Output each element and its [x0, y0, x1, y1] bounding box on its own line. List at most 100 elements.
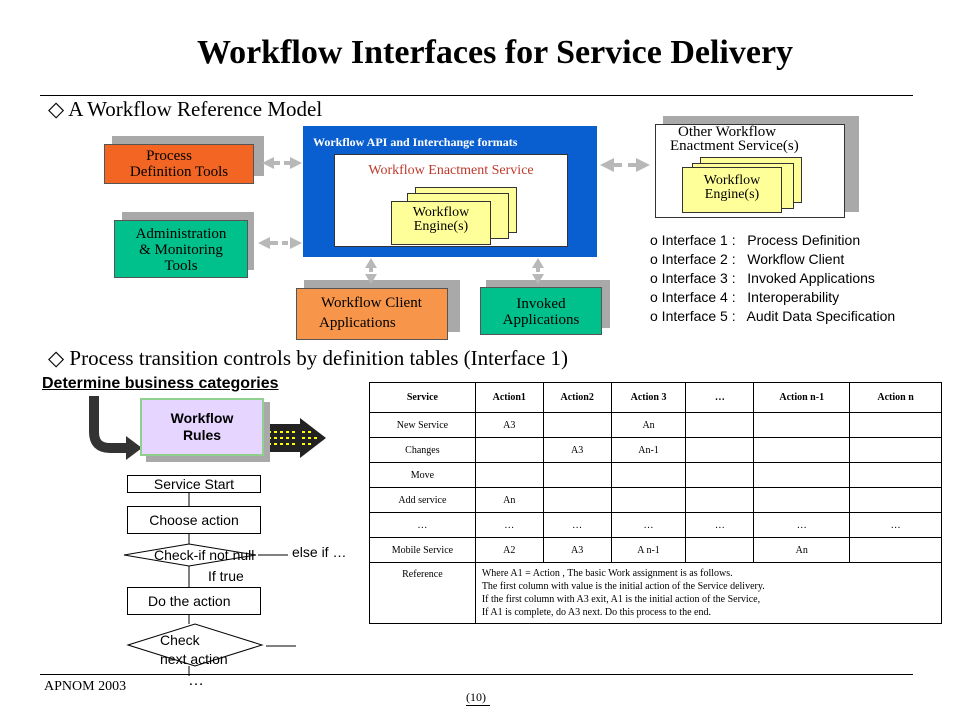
administration-monitoring-tools: Administration & Monitoring Tools: [114, 220, 248, 278]
engine-line1: Workflow: [412, 205, 470, 220]
table-cell: [685, 537, 755, 563]
table-cell: A3: [474, 412, 544, 438]
table-cell: An: [753, 537, 851, 563]
workflow-client-applications: Workflow Client Applications: [296, 288, 448, 340]
table-cell: An: [474, 487, 544, 513]
table-cell: …: [610, 512, 687, 538]
diamond-bullet-icon: ◇: [48, 346, 65, 370]
table-cell: [849, 537, 942, 563]
table-reference-row: Reference Where A1 = Action , The basic W…: [369, 562, 943, 624]
reference-line: If the first column with A3 exit, A1 is …: [481, 594, 761, 605]
flow-ellipsis: …: [188, 672, 204, 689]
if-true-label: If true: [208, 568, 244, 584]
check-next-diamond: [126, 623, 264, 667]
process-definition-tools: Process Definition Tools: [104, 144, 254, 184]
workflow-api-box: Workflow API and Interchange formats Wor…: [303, 126, 597, 257]
reference-line: Where A1 = Action , The basic Work assig…: [481, 568, 733, 579]
enactment-service-box: Workflow Enactment Service Workflow Engi…: [334, 154, 568, 247]
invoked-applications: Invoked Applications: [480, 287, 602, 335]
check-next-label-1: Check: [160, 632, 200, 648]
arrow-admin-api: [258, 237, 302, 249]
rules-line1: Workflow: [170, 410, 234, 426]
interface-2: o Interface 2 : Workflow Client: [650, 251, 845, 267]
table-cell: [685, 487, 755, 513]
table-cell: …: [474, 512, 544, 538]
admin-line3: Tools: [164, 258, 198, 274]
table-cell: …: [685, 512, 755, 538]
do-the-action: Do the action: [127, 587, 261, 615]
table-cell: [849, 462, 942, 488]
section1-heading: ◇ A Workflow Reference Model: [48, 97, 322, 122]
invoked-line2: Applications: [502, 312, 580, 328]
arrow-process-api: [262, 157, 302, 169]
table-cell: [753, 487, 851, 513]
table-header-cell: Action 3: [610, 382, 687, 413]
table-row: …………………: [369, 512, 942, 538]
reference-label: Reference: [369, 562, 476, 624]
table-cell: [753, 437, 851, 463]
choose-action: Choose action: [127, 506, 261, 534]
table-cell: Changes: [369, 437, 476, 463]
interface-1: o Interface 1 : Process Definition: [650, 232, 861, 248]
table-cell: An-1: [610, 437, 687, 463]
table-cell: Add service: [369, 487, 476, 513]
page-number: (10): [466, 690, 486, 704]
table-header-cell: Action n-1: [753, 382, 851, 413]
table-cell: [610, 462, 687, 488]
table-cell: [753, 412, 851, 438]
check-not-null-diamond: [123, 543, 257, 567]
diamond-bullet-icon: ◇: [48, 97, 65, 121]
workflow-rules: Workflow Rules: [140, 398, 264, 456]
table-cell: [474, 437, 544, 463]
page-title: Workflow Interfaces for Service Delivery: [196, 34, 794, 71]
client-line1: Workflow Client: [321, 295, 422, 311]
other-engine-line2: Engine(s): [704, 187, 760, 202]
process-def-line1: Process: [146, 148, 192, 164]
table-header-cell: Action1: [474, 382, 544, 413]
table-cell: A n-1: [610, 537, 687, 563]
other-line2: Enactment Service(s): [670, 138, 799, 154]
interface-legend: o Interface 1 : Process Definition o Int…: [650, 231, 895, 326]
interface-5: o Interface 5 : Audit Data Specification: [650, 308, 896, 324]
arrow-api-client: [365, 258, 377, 284]
admin-line1: Administration: [135, 226, 227, 242]
check-next-label-2: next action: [160, 651, 228, 667]
admin-line2: & Monitoring: [139, 242, 223, 258]
table-cell: [849, 487, 942, 513]
table-header-cell: Service: [369, 382, 476, 413]
footer-left: APNOM 2003: [44, 679, 127, 694]
api-title: Workflow API and Interchange formats: [313, 135, 518, 149]
engine-line2: Engine(s): [413, 219, 469, 234]
reference-line: The first column with value is the initi…: [481, 581, 765, 592]
reference-text: Where A1 = Action , The basic Work assig…: [474, 562, 943, 624]
table-cell: [542, 487, 612, 513]
table-cell: …: [542, 512, 612, 538]
curved-arrow-icon: [89, 396, 128, 453]
footer-divider: [40, 674, 913, 675]
table-cell: …: [369, 512, 476, 538]
rules-line2: Rules: [182, 427, 222, 443]
else-if-label: else if …: [292, 544, 347, 560]
arrow-api-other: [600, 158, 650, 172]
other-enactment-services: Other Workflow Enactment Service(s) Work…: [655, 124, 845, 218]
table-cell: …: [753, 512, 851, 538]
interface-4: o Interface 4 : Interoperability: [650, 289, 840, 305]
workflow-engine: Workflow Engine(s): [391, 201, 491, 245]
client-line2: Applications: [319, 315, 396, 331]
table-header-cell: Action n: [849, 382, 942, 413]
table-cell: A2: [474, 537, 544, 563]
striped-arrow-icon: [266, 418, 326, 458]
table-cell: [849, 437, 942, 463]
process-def-line2: Definition Tools: [129, 164, 229, 180]
section1-text: A Workflow Reference Model: [68, 97, 323, 121]
flow-heading: Determine business categories: [42, 375, 279, 392]
check-not-null-label: Check-if not null: [154, 547, 255, 563]
table-cell: [474, 462, 544, 488]
